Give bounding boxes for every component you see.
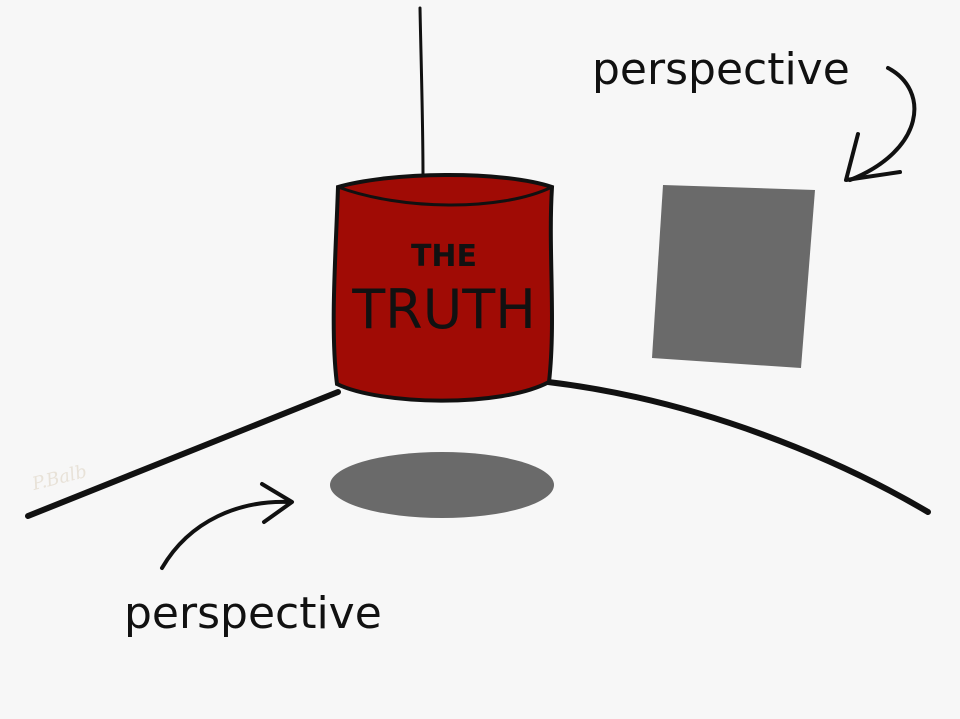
hanging-string [418,6,425,180]
floor-line-left [25,389,341,519]
floor-line-right [545,379,931,515]
floor-shadow [330,452,554,518]
arrow-curve-bottom [160,499,292,570]
label-perspective-bottom: perspective [124,588,382,639]
arrow-curve-top [848,66,917,182]
cylinder-text-truth: TRUTH [351,278,536,341]
arrow-head-top [844,132,902,182]
truth-cylinder: THE TRUTH [331,173,555,403]
signature: P.Balb [29,461,89,495]
cylinder-text-the: THE [411,239,477,274]
wall-shadow [652,185,815,368]
label-perspective-top: perspective [592,44,850,95]
arrow-head-bottom [260,482,294,524]
